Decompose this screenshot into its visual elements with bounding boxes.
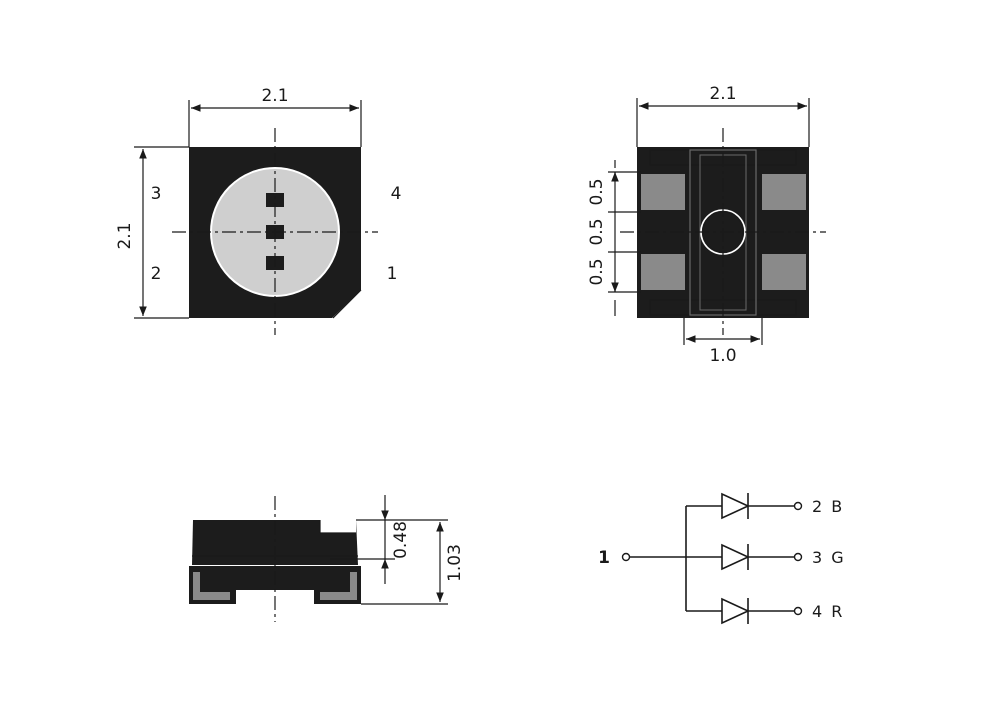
schematic-common-pin: 1 — [598, 548, 610, 568]
schematic: 1 2 B 3 G 4 R — [598, 492, 846, 625]
top-view-width-dim: 2.1 — [261, 86, 288, 106]
top-view-pin-bottom-left: 2 — [151, 264, 162, 284]
top-view-pin-top-left: 3 — [151, 184, 162, 204]
schematic-terminal-g — [793, 552, 803, 562]
bottom-view-pad-top-right — [762, 174, 806, 210]
side-view-total-height-dim: 1.03 — [445, 544, 465, 582]
side-view-body — [192, 520, 358, 565]
bottom-view-pitch-mid: 0.5 — [587, 218, 607, 245]
schematic-label-b: 2 B — [812, 497, 844, 516]
schematic-terminal-b — [793, 501, 803, 511]
top-view-height-dim: 2.1 — [115, 222, 135, 249]
bottom-view-center-dim: 1.0 — [709, 346, 736, 366]
schematic-diode-g — [721, 543, 750, 571]
side-view-lens-height-dim: 0.48 — [391, 521, 411, 559]
bottom-view-pitch-top: 0.5 — [587, 178, 607, 205]
top-view-die-1 — [266, 193, 284, 207]
bottom-view-pad-top-left — [641, 174, 685, 210]
top-view: 2.1 2.1 3 2 4 1 — [115, 86, 401, 335]
schematic-diode-r — [721, 597, 750, 625]
bottom-view-pitch-bottom: 0.5 — [587, 258, 607, 285]
top-view-pin-top-right: 4 — [391, 184, 402, 204]
bottom-view-pad-bottom-left — [641, 254, 685, 290]
top-view-pin-bottom-right: 1 — [387, 264, 398, 284]
schematic-diode-b — [721, 492, 750, 520]
schematic-label-g: 3 G — [812, 548, 846, 567]
side-view: 0.48 1.03 — [189, 495, 465, 622]
bottom-view-width-dim: 2.1 — [709, 84, 736, 104]
bottom-view: 2.1 0.5 0.5 0.5 1.0 — [587, 84, 826, 366]
schematic-label-r: 4 R — [812, 602, 844, 621]
schematic-terminal-common — [621, 552, 631, 562]
schematic-terminal-r — [793, 606, 803, 616]
bottom-view-pad-bottom-right — [762, 254, 806, 290]
